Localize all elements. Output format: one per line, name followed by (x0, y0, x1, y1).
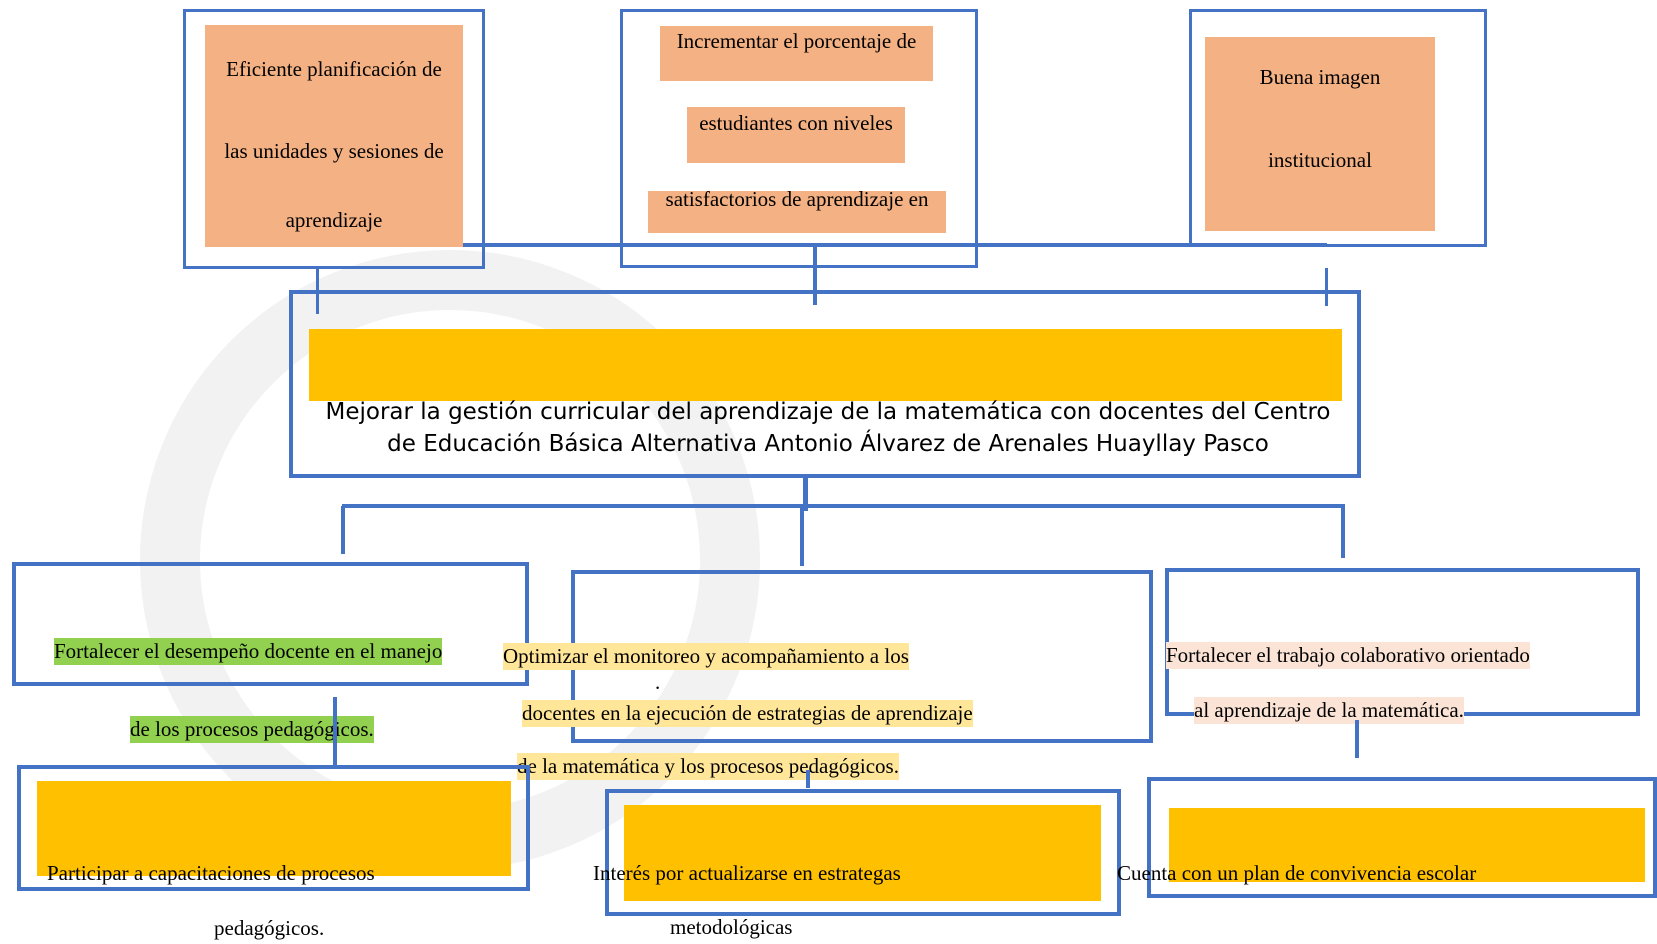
effect-box-3 (1189, 9, 1487, 247)
effect-2-line-1: Incrementar el porcentaje de (676, 29, 917, 53)
central-objective-box (289, 290, 1361, 478)
action-2-line-2: metodológicas (670, 915, 793, 939)
central-objective-text: Mejorar la gestión curricular del aprend… (325, 399, 1331, 457)
connector-mid-right (1341, 506, 1345, 558)
effect-fill-2a (660, 26, 933, 81)
means-1-line-2: de los procesos pedagógicos. (130, 716, 374, 743)
means-box-1 (12, 562, 529, 686)
connector-mid-vertical (803, 476, 808, 511)
action-1-line-1: Participar a capacitaciones de procesos (47, 861, 375, 885)
action-box-1 (17, 765, 530, 891)
action-2-line-1: Interés por actualizarse en estrategas (593, 861, 901, 885)
action-box-3 (1147, 777, 1657, 898)
effect-3-line-2: institucional (1268, 148, 1372, 172)
action-box-2 (605, 789, 1121, 916)
means-2-dot: . (655, 670, 661, 694)
action-fill-2 (624, 805, 1101, 901)
connector-bottom-right (1355, 720, 1359, 758)
action-fill-3 (1169, 808, 1645, 882)
connector-bottom-left (333, 697, 337, 765)
connector-top-horizontal (463, 243, 1327, 247)
effect-1-line-2: las unidades y sesiones de (224, 139, 444, 163)
central-objective-fill (309, 329, 1342, 401)
connector-mid-left (341, 506, 345, 554)
effect-fill-1 (205, 25, 463, 247)
means-2-line-1: Optimizar el monitoreo y acompañamiento … (503, 643, 909, 670)
effect-box-1 (183, 9, 485, 269)
effect-fill-2c (648, 191, 946, 233)
connector-mid-horizontal (342, 504, 1345, 508)
effect-2-line-2: estudiantes con niveles (699, 111, 893, 135)
effect-fill-3 (1205, 37, 1435, 231)
means-2-line-2: docentes en la ejecución de estrategias … (522, 700, 973, 727)
connector-top-right (1325, 268, 1328, 306)
effect-1-line-3: aprendizaje (285, 208, 383, 232)
means-2-line-3: de la matemática y los procesos pedagógi… (517, 753, 899, 780)
effect-3-line-1: Buena imagen (1259, 65, 1381, 89)
action-1-line-2: pedagógicos. (214, 916, 325, 940)
connector-top-middle (813, 247, 817, 305)
means-3-line-2: al aprendizaje de la matemática. (1194, 697, 1464, 724)
effect-2-line-3: satisfactorios de aprendizaje en (665, 187, 929, 211)
effect-1-line-1: Eficiente planificación de (226, 57, 442, 81)
connector-mid-middle (800, 506, 804, 566)
means-3-line-1: Fortalecer el trabajo colaborativo orien… (1166, 642, 1530, 669)
effect-box-2 (620, 9, 978, 268)
action-fill-1 (37, 781, 511, 876)
action-3-line-1: Cuenta con un plan de convivencia escola… (1117, 861, 1477, 885)
means-1-line-1: Fortalecer el desempeño docente en el ma… (54, 638, 443, 665)
effect-fill-2b (687, 107, 905, 163)
connector-bottom-middle (806, 770, 810, 788)
